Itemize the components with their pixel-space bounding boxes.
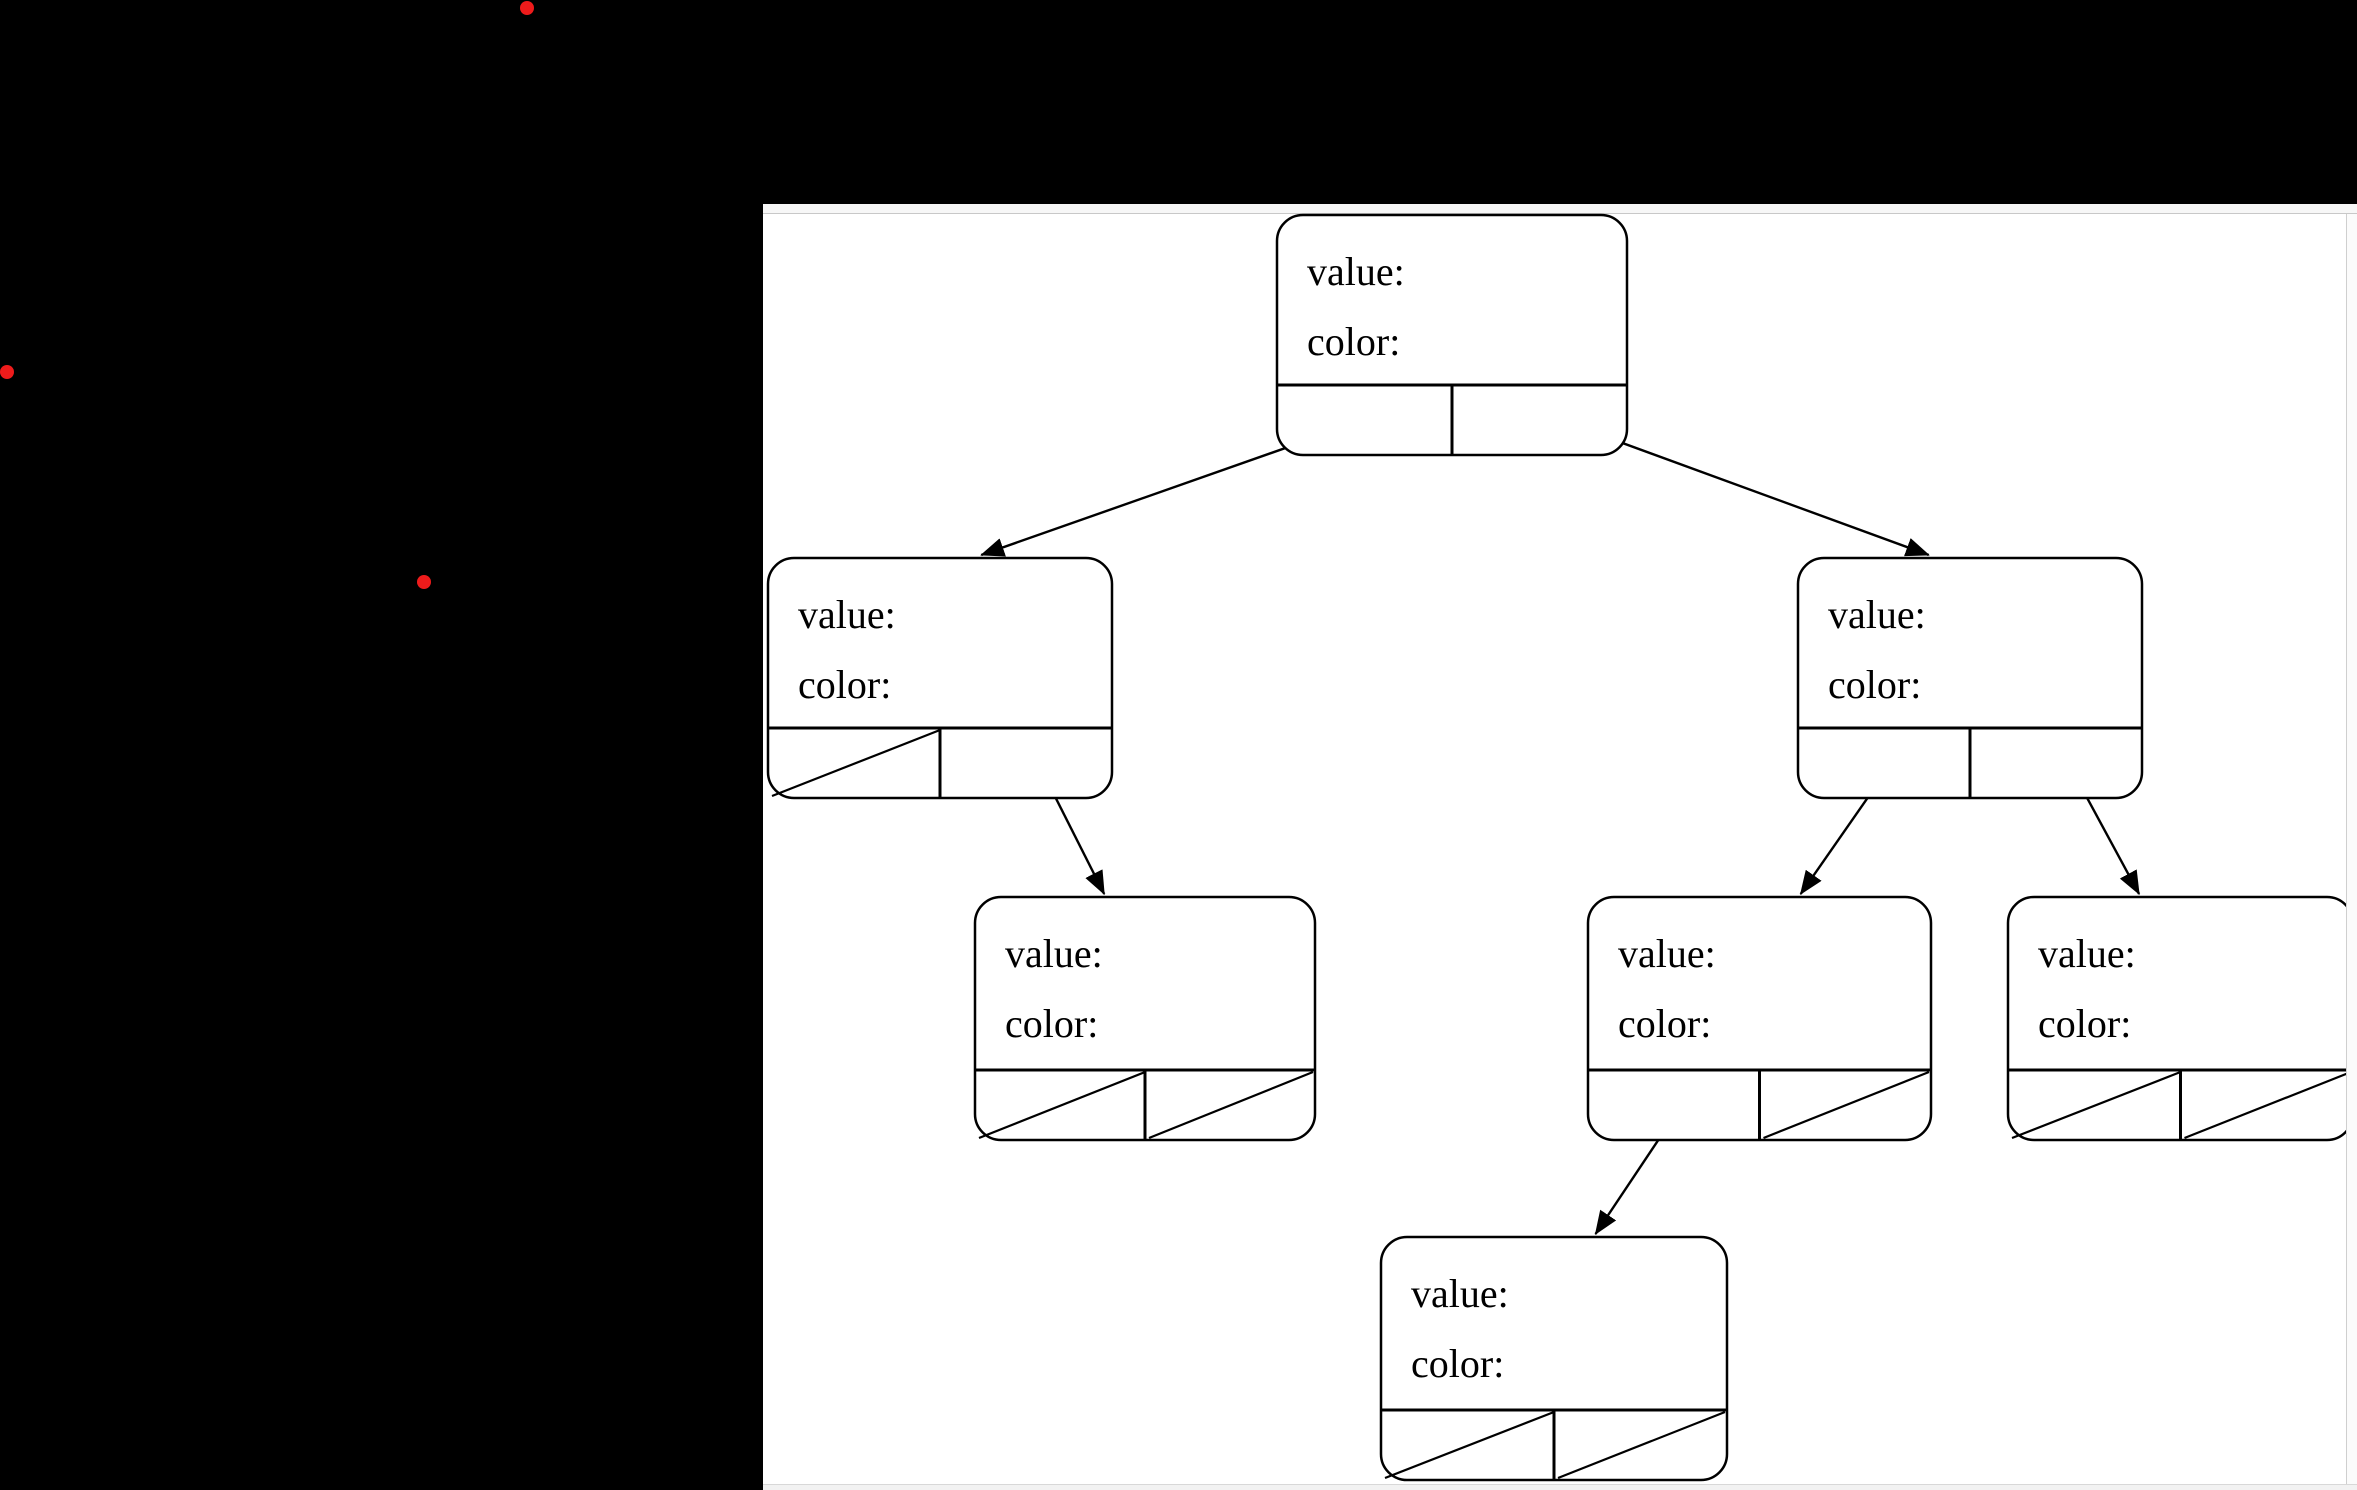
null-pointer-slash-left: [1384, 1410, 1555, 1480]
diagram-canvas-panel[interactable]: value:color:value:color:value:color:valu…: [763, 204, 2357, 1490]
node-color-label: color:: [1828, 662, 1921, 707]
node-color-label: color:: [1307, 319, 1400, 364]
nodes-layer: value:color:value:color:value:color:valu…: [766, 213, 2355, 1482]
tree-node-left[interactable]: value: color:: [766, 556, 1114, 800]
null-pointer-slash-right: [1148, 1070, 1314, 1140]
red-marker-top: [520, 1, 534, 15]
null-pointer-slash-left: [771, 728, 941, 798]
null-pointer-slash-right: [1557, 1410, 1726, 1480]
tree-node-right-right[interactable]: value: color:: [2006, 895, 2355, 1142]
panel-bottom-edge: [763, 1484, 2357, 1490]
node-color-label: color:: [1005, 1001, 1098, 1046]
node-value-label: value:: [1411, 1271, 1509, 1316]
node-color-label: color:: [1618, 1001, 1711, 1046]
null-pointer-slash-right: [2184, 1070, 2352, 1140]
node-color-label: color:: [2038, 1001, 2131, 1046]
tree-node-left-right[interactable]: value: color:: [973, 895, 1317, 1142]
node-color-label: color:: [798, 662, 891, 707]
tree-node-right[interactable]: value: color:: [1796, 556, 2144, 800]
node-value-label: value:: [1307, 249, 1405, 294]
node-value-label: value:: [1005, 931, 1103, 976]
null-pointer-slash-left: [2011, 1070, 2181, 1140]
tree-node-right-left-left[interactable]: value: color:: [1379, 1235, 1729, 1482]
tree-node-root[interactable]: value: color:: [1275, 213, 1629, 457]
node-value-label: value:: [798, 592, 896, 637]
null-pointer-slash-left: [978, 1070, 1146, 1140]
vertical-scrollbar[interactable]: [2346, 214, 2357, 1484]
tree-node-right-left[interactable]: value: color:: [1586, 895, 1933, 1142]
node-value-label: value:: [1618, 931, 1716, 976]
null-pointer-slash-right: [1763, 1070, 1930, 1140]
node-color-label: color:: [1411, 1341, 1504, 1386]
node-value-label: value:: [1828, 592, 1926, 637]
binary-tree-diagram[interactable]: value:color:value:color:value:color:valu…: [763, 204, 2357, 1490]
red-marker-middle: [417, 575, 431, 589]
panel-top-edge: [763, 204, 2357, 214]
red-marker-left: [0, 365, 14, 379]
node-value-label: value:: [2038, 931, 2136, 976]
